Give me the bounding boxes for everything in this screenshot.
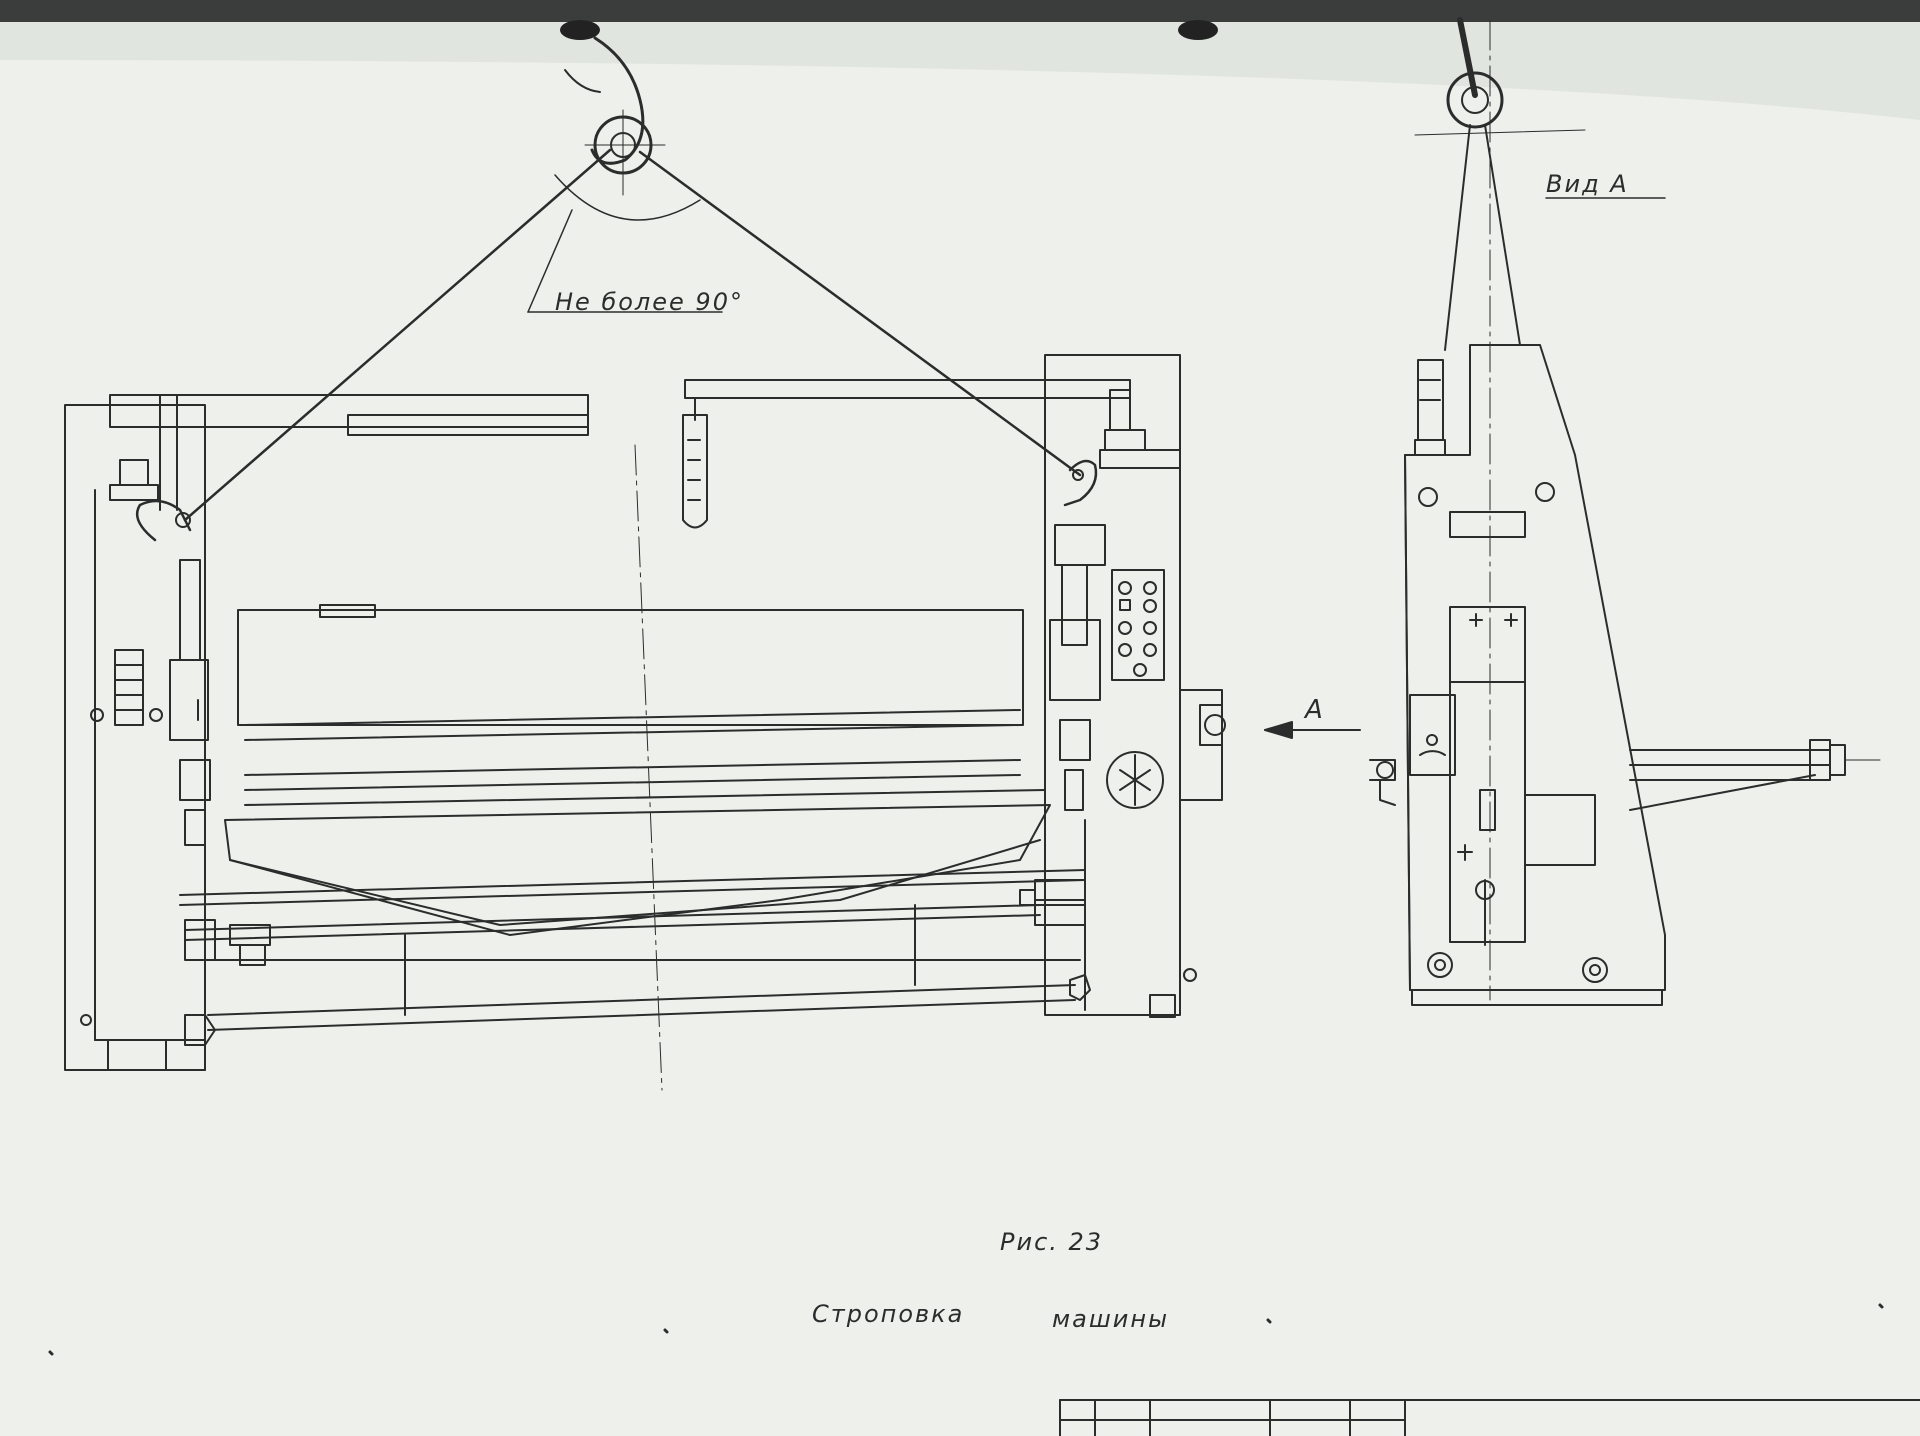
machine-front-view bbox=[64, 354, 1226, 1091]
top-shadow bbox=[0, 0, 1920, 120]
figure-number: Рис. 23 bbox=[1000, 1228, 1104, 1256]
view-arrow bbox=[1264, 721, 1361, 739]
view-arrow-label: А bbox=[1305, 695, 1325, 725]
paper-specks bbox=[48, 1303, 1884, 1356]
machine-side-view bbox=[1369, 17, 1881, 1006]
crane-hook bbox=[564, 36, 666, 196]
angle-marker bbox=[527, 174, 723, 313]
angle-note: Не более 90° bbox=[555, 288, 744, 316]
side-view-title: Вид А bbox=[1546, 170, 1629, 198]
caption-word-1: Строповка bbox=[812, 1300, 965, 1328]
sling-ropes bbox=[183, 148, 1082, 522]
title-block bbox=[1059, 1399, 1920, 1436]
caption-word-2: машины bbox=[1052, 1305, 1170, 1333]
